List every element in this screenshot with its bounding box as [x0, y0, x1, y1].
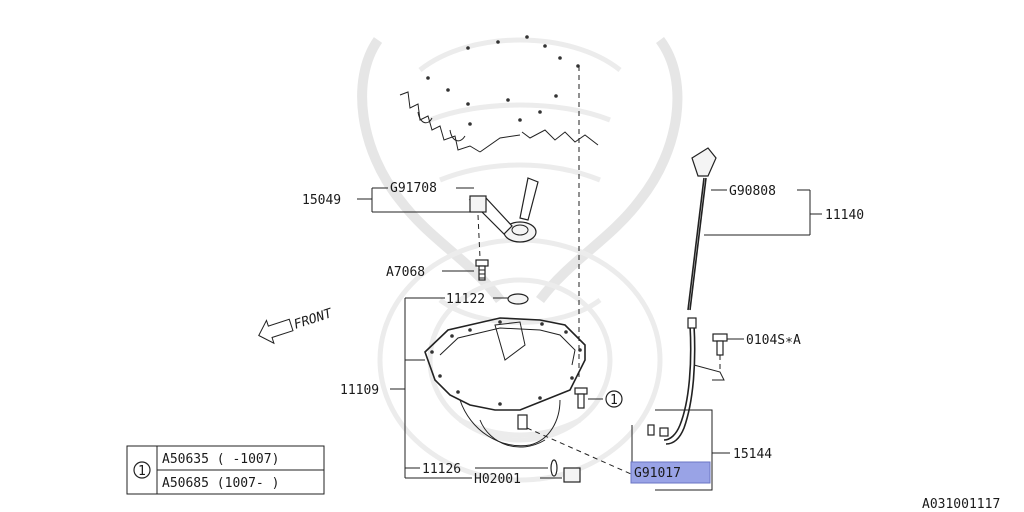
label-11140[interactable]: 11140	[825, 208, 864, 223]
gauge-guide	[647, 317, 725, 445]
ref-circle-1-label: 1	[610, 393, 618, 408]
label-a7068[interactable]: A7068	[386, 265, 425, 280]
label-15144[interactable]: 15144	[733, 447, 772, 462]
highlight-g91017	[630, 461, 711, 484]
label-11122[interactable]: 11122	[446, 292, 485, 307]
bolt-0104s	[712, 333, 728, 372]
label-15049[interactable]: 15049	[302, 193, 341, 208]
front-arrow: FRONT	[258, 306, 335, 345]
oil-pan	[424, 317, 586, 448]
front-label: FRONT	[292, 306, 335, 333]
bolt-ref1	[574, 387, 588, 409]
diagram-id: A031001117	[922, 497, 1000, 512]
leader-lines	[357, 187, 822, 491]
label-g91017[interactable]: G91017	[634, 466, 681, 481]
label-g91708[interactable]: G91708	[390, 181, 437, 196]
legend-table: 1 A50635 ( -1007) A50685 (1007- )	[126, 445, 325, 495]
legend-symbol: 1	[138, 464, 146, 479]
bolt-a7068	[475, 259, 489, 281]
label-h02001[interactable]: H02001	[474, 472, 521, 487]
watermark-emblem	[357, 37, 683, 483]
gasket-11122	[507, 293, 529, 305]
oil-level-gauge	[687, 147, 717, 311]
ref-circle-1	[605, 390, 623, 408]
legend-row-2[interactable]: A50685 (1007- )	[162, 476, 279, 491]
oil-strainer	[468, 177, 539, 259]
drain-plug	[526, 427, 641, 483]
legend-row-1[interactable]: A50635 ( -1007)	[162, 452, 279, 467]
label-0104s[interactable]: 0104S∗A	[746, 333, 801, 348]
engine-block	[399, 35, 599, 153]
label-11126[interactable]: 11126	[422, 462, 461, 477]
label-11109[interactable]: 11109	[340, 383, 379, 398]
label-g90808[interactable]: G90808	[729, 184, 776, 199]
